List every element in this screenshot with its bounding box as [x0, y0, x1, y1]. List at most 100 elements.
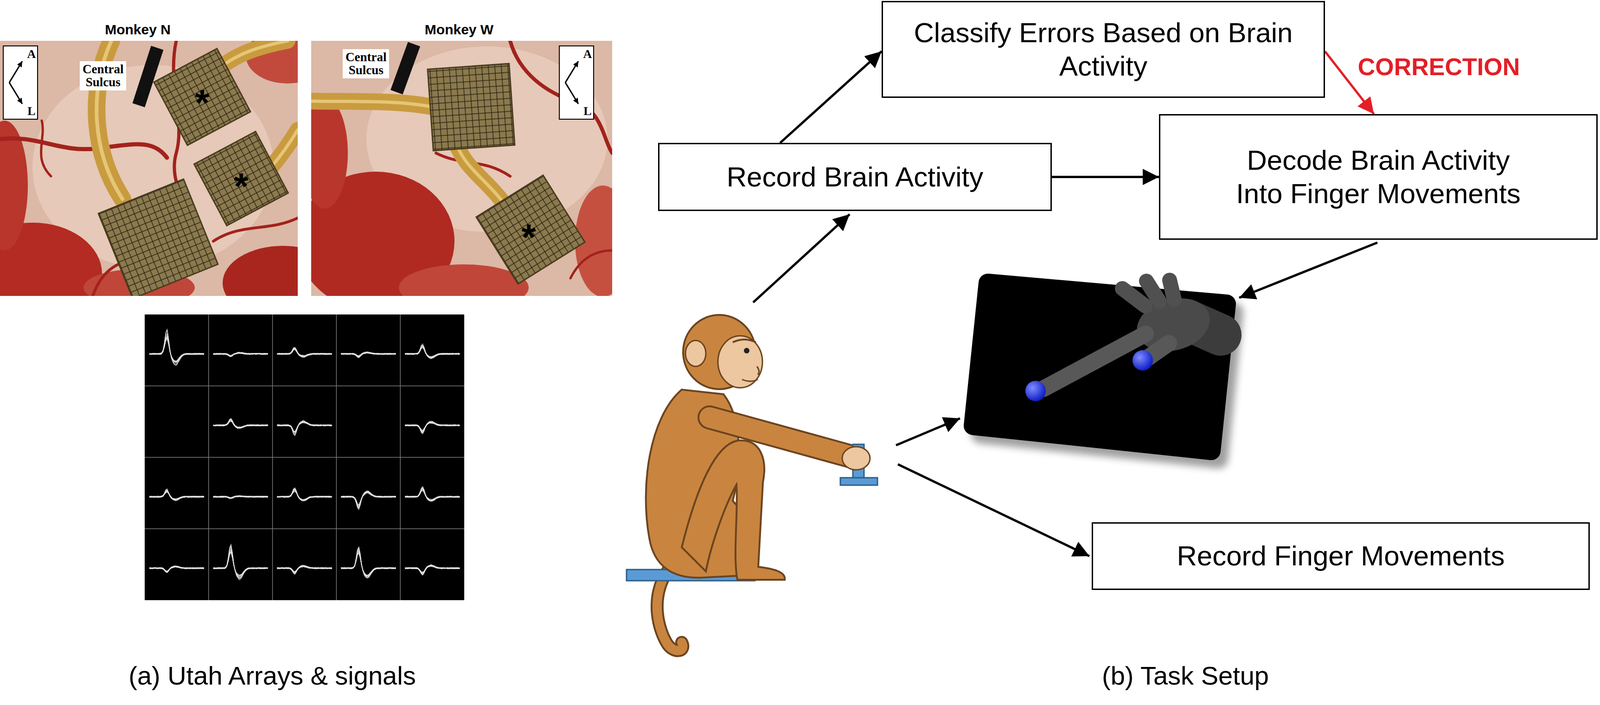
spike-trace: [213, 552, 269, 576]
spike-trace: [340, 492, 396, 506]
spike-trace: [213, 352, 269, 357]
spike-trace: [340, 490, 396, 509]
array-photo: [222, 245, 298, 296]
spike-trace: [213, 549, 269, 578]
spike-trace: [213, 418, 269, 429]
spike-trace: [340, 549, 396, 577]
spike-trace: [277, 565, 333, 573]
spike-trace: [404, 421, 460, 434]
spike-trace: [149, 329, 205, 366]
spike-trace: [277, 421, 333, 436]
spike-trace: [149, 335, 205, 362]
spike-trace: [213, 352, 269, 356]
spike-trace: [404, 565, 460, 574]
flow-arrow: [753, 214, 850, 303]
spike-trace: [277, 565, 333, 573]
spike-trace: [277, 422, 333, 432]
spike-trace: [277, 489, 333, 501]
spike-trace: [277, 421, 333, 432]
spike-trace: [277, 565, 333, 575]
monkey-figure: [842, 446, 871, 470]
spike-trace: [404, 487, 460, 502]
spike-trace: [340, 550, 396, 577]
process-box: Record Brain Activity: [658, 142, 1052, 212]
spike-trace: [149, 488, 205, 501]
spike-trace: [277, 491, 333, 500]
spike-trace: [277, 488, 333, 501]
array-photo: [9, 61, 23, 83]
array-photo: [510, 40, 613, 154]
spike-trace: [213, 495, 269, 499]
spike-trace: [277, 487, 333, 501]
spike-trace: [277, 488, 333, 501]
spike-trace: [340, 491, 396, 509]
spike-trace: [277, 421, 333, 432]
spike-trace: [213, 550, 269, 578]
spike-trace: [213, 420, 269, 429]
spike-trace: [213, 495, 269, 499]
spike-trace: [277, 489, 333, 500]
spike-trace: [149, 336, 205, 363]
anatomy-label: Central Sulcus: [342, 49, 390, 79]
spike-trace: [149, 339, 205, 362]
monkey-figure: [756, 366, 760, 375]
spike-trace: [404, 564, 460, 574]
spike-trace: [340, 352, 396, 358]
spike-trace: [340, 553, 396, 576]
spike-trace: [213, 495, 269, 499]
panel-title: Monkey N: [104, 21, 171, 38]
spike-trace: [149, 488, 205, 501]
spike-trace: [404, 422, 460, 432]
spike-trace: [213, 495, 269, 499]
array-photo: [3, 45, 38, 120]
spike-trace: [340, 352, 396, 359]
spike-trace: [149, 337, 205, 362]
spike-trace: [213, 495, 269, 499]
spike-trace: [149, 334, 205, 363]
flow-arrow: [1239, 242, 1378, 298]
spike-trace: [404, 488, 460, 501]
spike-trace: [213, 495, 269, 499]
spike-trace: [149, 338, 205, 361]
spike-trace: [404, 422, 460, 433]
spike-trace: [213, 352, 269, 357]
spike-trace: [404, 422, 460, 431]
spike-trace: [404, 345, 460, 359]
spike-trace: [277, 349, 333, 357]
monkey-figure: [743, 347, 750, 354]
spike-trace: [213, 551, 269, 576]
spike-trace: [404, 347, 460, 358]
spike-trace: [277, 488, 333, 501]
spike-trace: [149, 338, 205, 361]
spike-trace: [404, 421, 460, 433]
array-photo: [40, 120, 52, 177]
spike-trace: [404, 564, 460, 575]
spike-trace: [213, 352, 269, 357]
spike-trace: [340, 548, 396, 579]
spike-trace: [340, 490, 396, 510]
spike-trace: [213, 551, 269, 576]
flow-arrow: [753, 214, 1378, 557]
spike-trace: [213, 419, 269, 429]
spike-trace: [149, 566, 205, 573]
spike-trace: [404, 345, 460, 359]
spike-trace: [213, 352, 269, 357]
array-photo: [0, 138, 167, 158]
spike-trace: [213, 544, 269, 580]
spike-trace: [149, 491, 205, 500]
spike-waveforms: [144, 314, 465, 601]
spike-trace: [404, 489, 460, 501]
compass-letter: L: [583, 105, 592, 118]
box-label: Decode Brain Activity Into Finger Moveme…: [1227, 143, 1530, 211]
spike-trace: [149, 490, 205, 500]
spike-trace: [277, 421, 333, 435]
spike-trace: [213, 545, 269, 579]
spike-trace: [213, 352, 269, 357]
spike-trace: [213, 421, 269, 428]
spike-trace: [404, 487, 460, 501]
array-photo: [311, 97, 348, 209]
spike-trace: [277, 420, 333, 435]
compass-letter: L: [27, 105, 36, 118]
spike-trace: [277, 347, 333, 358]
